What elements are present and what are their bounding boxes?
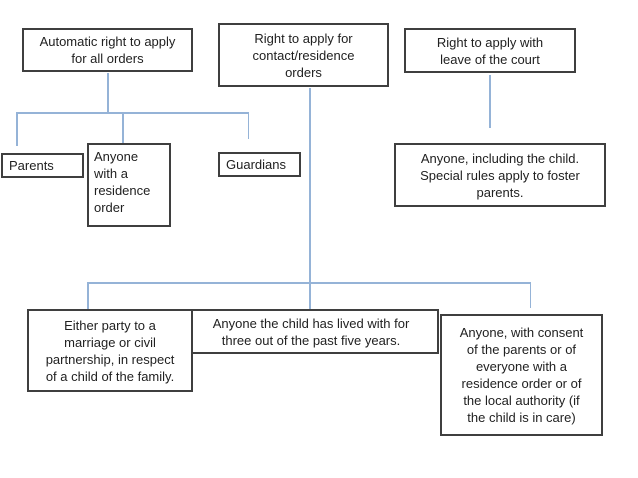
- node-either-party-marriage: Either party to a marriage or civil part…: [27, 309, 193, 392]
- connector-hbar-automatic: [16, 112, 249, 114]
- node-parents: Parents: [1, 153, 84, 178]
- connector-vert-contact: [309, 88, 311, 309]
- node-with-consent: Anyone, with consent of the parents or o…: [440, 314, 603, 436]
- node-lived-with-three-years: Anyone the child has lived with for thre…: [183, 309, 439, 354]
- connector-drop-either-party: [87, 283, 89, 309]
- node-contact-residence-right: Right to apply for contact/residence ord…: [218, 23, 389, 87]
- node-leave-of-court-right: Right to apply with leave of the court: [404, 28, 576, 73]
- connector-hbar-contact: [87, 282, 531, 284]
- node-anyone-including-child: Anyone, including the child. Special rul…: [394, 143, 606, 207]
- connector-drop-parents: [16, 112, 18, 146]
- connector-drop-guardians: [247, 112, 249, 139]
- node-guardians: Guardians: [218, 152, 301, 177]
- connector-drop-consent: [529, 283, 531, 308]
- node-automatic-right: Automatic right to apply for all orders: [22, 28, 193, 72]
- connector-stub-automatic: [107, 73, 109, 113]
- connector-drop-residence: [122, 112, 124, 143]
- connector-stub-leave: [489, 75, 491, 128]
- node-residence-order-holder: Anyone with a residence order: [87, 143, 171, 227]
